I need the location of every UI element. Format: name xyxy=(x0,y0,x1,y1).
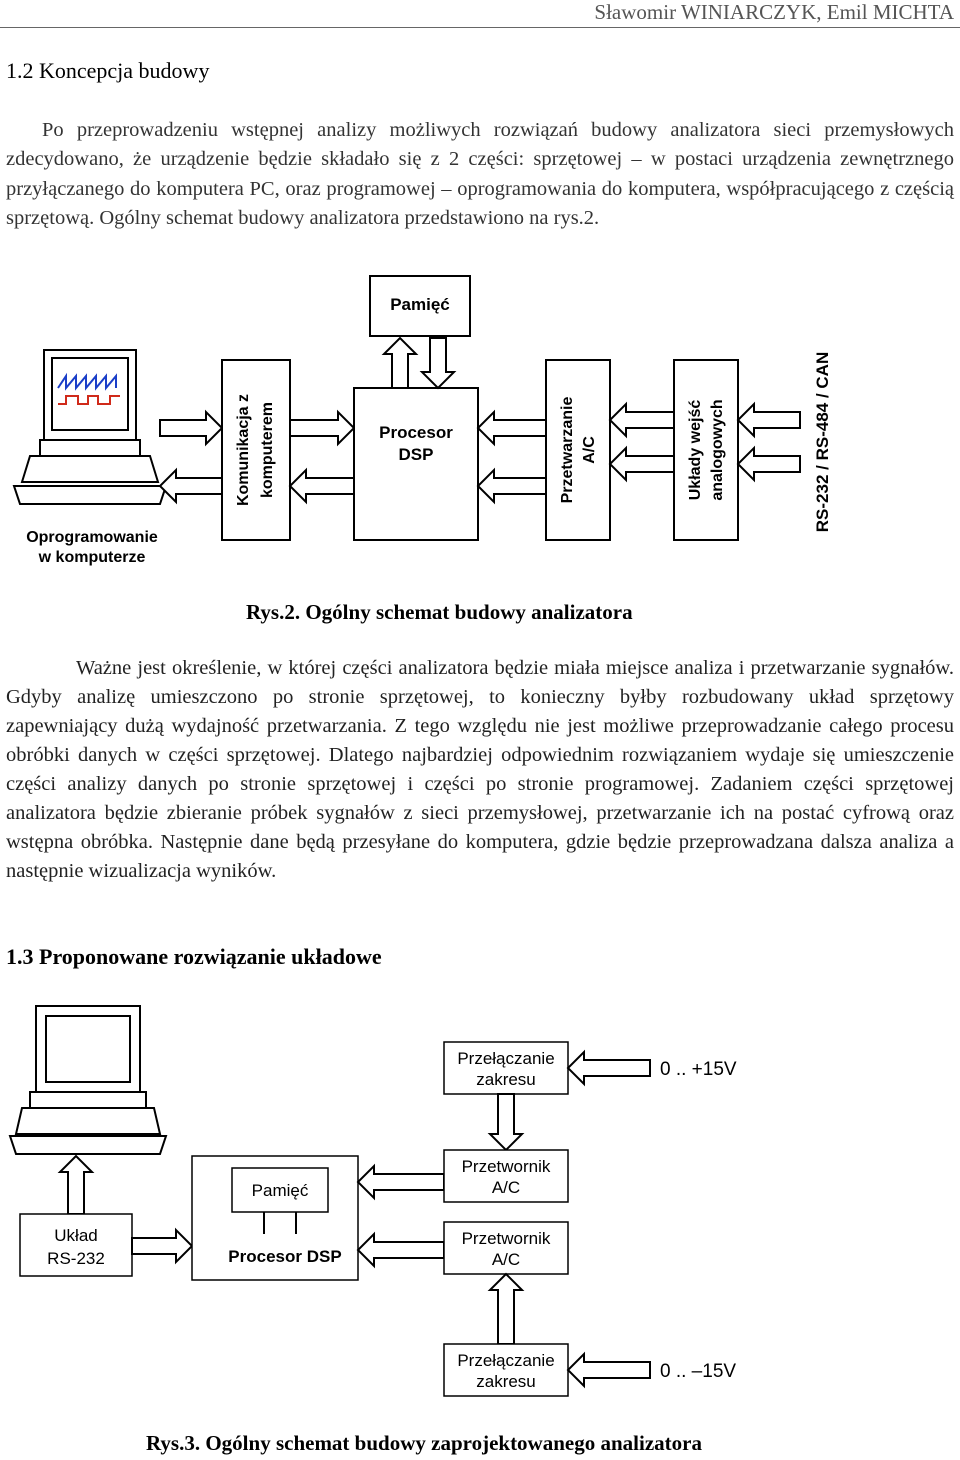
fig2-comm-box xyxy=(221,359,291,541)
fig3-adc2-label-2: A/C xyxy=(492,1250,520,1269)
fig2-processor-box xyxy=(353,387,479,541)
fig2-inputs-label-2: analogowych xyxy=(709,399,726,500)
figure-3-caption: Rys.3. Ogólny schemat budowy zaprojektow… xyxy=(146,1431,702,1455)
fig3-range-neg: 0 .. –15V xyxy=(660,1361,736,1382)
fig3-switch1-box xyxy=(443,1041,569,1095)
fig3-adc1-box xyxy=(443,1149,569,1203)
fig2-memory-label: Pamięć xyxy=(390,295,450,314)
fig2-processor-label-1: Procesor xyxy=(379,423,453,442)
fig3-arrow-rs232-dsp xyxy=(131,1227,194,1265)
fig2-memory-box xyxy=(369,275,471,337)
fig2-software-label-1: Oprogramowanie xyxy=(26,529,158,546)
header-divider xyxy=(0,27,960,28)
fig3-adc2-label-1: Przetwornik xyxy=(462,1229,551,1248)
figure-2-caption: Rys.2. Ogólny schemat budowy analizatora xyxy=(246,600,633,624)
fig3-arrows-inputs xyxy=(566,1049,651,1389)
fig3-rs232-label-2: RS-232 xyxy=(47,1249,105,1268)
fig2-comm-label-1: Komunikacja z xyxy=(235,394,252,506)
fig2-arrows-pc-comm xyxy=(158,409,224,505)
figure-3-diagram: Układ RS-232 Pamięć Procesor DSP Przełąc… xyxy=(8,1005,737,1397)
fig2-conv-label-2: A/C xyxy=(581,436,598,464)
fig2-conv-box xyxy=(545,359,611,541)
fig2-inputs-box xyxy=(673,359,739,541)
fig3-range-pos: 0 .. +15V xyxy=(660,1059,737,1080)
fig2-software-label-2: w komputerze xyxy=(38,549,146,566)
fig2-conv-label-1: Przetwarzanie xyxy=(559,397,576,504)
section-title-1-3: 1.3 Proponowane rozwiązanie układowe xyxy=(6,944,382,969)
fig3-computer-icon xyxy=(8,1005,168,1155)
fig3-switch2-label-1: Przełączanie xyxy=(457,1351,554,1370)
fig3-arrow-pc-rs232 xyxy=(57,1154,95,1215)
fig3-adc1-label-2: A/C xyxy=(492,1178,520,1197)
fig2-comm-label-2: komputerem xyxy=(259,402,276,498)
fig3-memory-label: Pamięć xyxy=(252,1181,309,1200)
figure-2-diagram: Oprogramowanie w komputerze Komunikacja … xyxy=(12,275,832,566)
fig2-arrows-conv-dsp xyxy=(476,409,547,505)
fig2-arrows-memory xyxy=(381,336,457,390)
fig3-arrows-adc-dsp xyxy=(356,1163,445,1269)
fig2-inputs-label-1: Układy wejść xyxy=(687,400,704,501)
fig3-memory-box xyxy=(231,1167,329,1213)
fig2-processor-label-2: DSP xyxy=(399,445,434,464)
fig3-arrow-switch1-adc1 xyxy=(487,1093,525,1152)
page-header-authors: Sławomir WINIARCZYK, Emil MICHTA xyxy=(594,0,954,24)
section-1-2-paragraph: Po przeprowadzeniu wstępnej analizy możl… xyxy=(6,119,954,229)
section-title-1-2: 1.2 Koncepcja budowy xyxy=(6,58,210,83)
fig2-arrows-bus-inputs xyxy=(736,401,801,483)
fig2-arrows-comm-dsp xyxy=(288,409,356,505)
fig3-switch2-box xyxy=(443,1343,569,1397)
fig2-bus-label: RS-232 / RS-484 / CAN xyxy=(813,352,832,532)
fig2-arrows-inputs-conv xyxy=(608,401,675,483)
fig3-arrow-switch2-adc2 xyxy=(487,1272,525,1345)
fig3-switch2-label-2: zakresu xyxy=(476,1372,536,1391)
computer-icon xyxy=(12,349,168,505)
fig3-adc1-label-1: Przetwornik xyxy=(462,1157,551,1176)
fig3-rs232-label-1: Układ xyxy=(54,1226,97,1245)
fig3-processor-label: Procesor DSP xyxy=(228,1247,341,1266)
paragraph-2: Ważne jest określenie, w której części a… xyxy=(6,657,954,882)
fig3-switch1-label-2: zakresu xyxy=(476,1070,536,1089)
fig3-switch1-label-1: Przełączanie xyxy=(457,1049,554,1068)
